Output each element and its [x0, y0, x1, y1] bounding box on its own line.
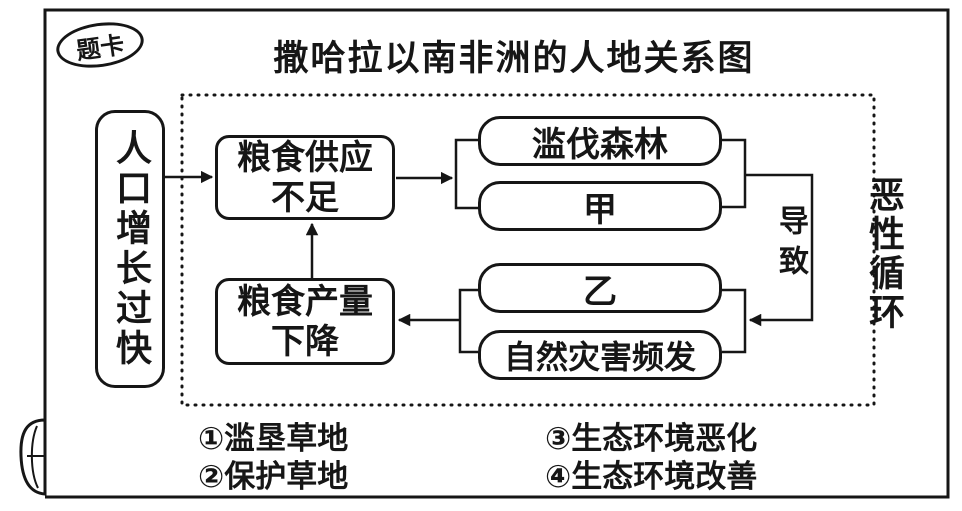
node-food-supply-line1: 粮食供应: [237, 137, 373, 178]
node-population-growth-label: 人口增长过快: [110, 129, 151, 369]
bracket-upper-left: [454, 138, 478, 210]
node-population-growth: 人口增长过快: [95, 110, 165, 388]
node-grain-yield-line1: 粮食产量: [237, 281, 373, 322]
label-lead-to: 导致: [773, 205, 808, 285]
node-yi-label: 乙: [583, 271, 617, 312]
option-3: ③生态环境恶化: [545, 421, 758, 457]
node-deforestation: 滥伐森林: [478, 116, 722, 166]
node-grain-yield-line2: 下降: [271, 321, 339, 362]
node-yi: 乙: [478, 263, 722, 313]
bracket-upper-right: [722, 138, 747, 209]
node-natural-disasters: 自然灾害频发: [478, 330, 722, 380]
node-jia-label: 甲: [583, 189, 617, 230]
cycle-dotted-boundary: [180, 93, 876, 407]
node-jia: 甲: [478, 181, 722, 231]
label-vicious-cycle: 恶性循环: [863, 176, 904, 332]
option-1: ①滥垦草地: [198, 421, 349, 457]
badge-text: 题卡: [74, 30, 127, 65]
node-natural-disasters-label: 自然灾害频发: [503, 338, 696, 376]
diagram-title: 撒哈拉以南非洲的人地关系图: [273, 39, 755, 79]
node-deforestation-label: 滥伐森林: [532, 124, 668, 165]
node-grain-yield: 粮食产量 下降: [215, 278, 395, 365]
scroll-curl-inner: [27, 425, 44, 489]
arrow-lead-to: [745, 173, 814, 327]
scroll-frame: [43, 8, 950, 499]
option-2: ②保护草地: [198, 459, 349, 495]
bracket-lower-right: [722, 288, 747, 354]
bracket-lower-left: [458, 288, 478, 354]
node-food-supply-line2: 不足: [271, 177, 339, 218]
option-4: ④生态环境改善: [545, 459, 758, 495]
node-food-supply: 粮食供应 不足: [215, 135, 395, 220]
